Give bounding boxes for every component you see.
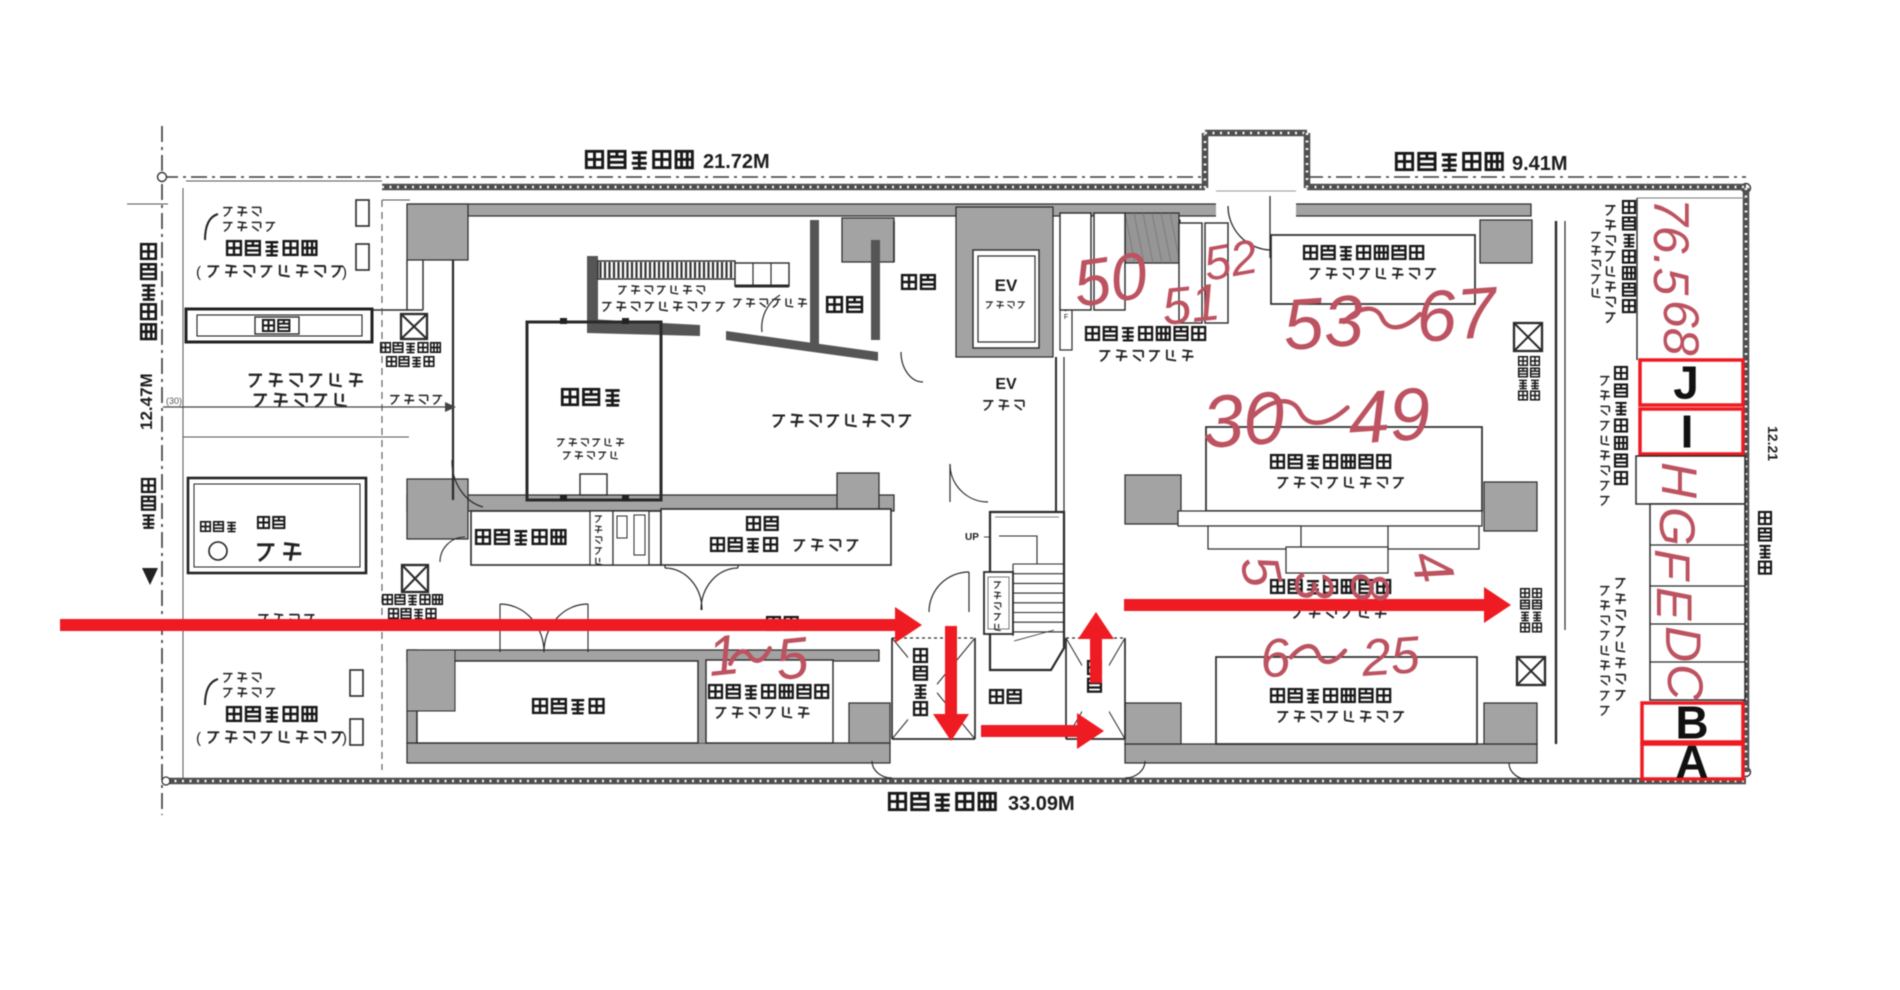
svg-text:51: 51 xyxy=(1159,273,1223,337)
svg-text:9.41M: 9.41M xyxy=(1512,153,1568,175)
svg-text:12.47M: 12.47M xyxy=(137,373,156,430)
svg-text:(: ( xyxy=(196,264,201,281)
svg-text:6: 6 xyxy=(1257,627,1294,690)
svg-text:B: B xyxy=(1675,697,1708,749)
svg-text:76.5: 76.5 xyxy=(1643,198,1699,296)
svg-text:33.09M: 33.09M xyxy=(1008,793,1075,815)
svg-text:A: A xyxy=(1675,736,1708,788)
svg-text:EV: EV xyxy=(995,376,1017,393)
svg-text:(: ( xyxy=(196,730,201,747)
svg-text:): ) xyxy=(342,730,347,747)
svg-text:50: 50 xyxy=(1069,237,1152,321)
svg-text:F: F xyxy=(1064,314,1068,321)
svg-text:12.21: 12.21 xyxy=(1765,426,1781,461)
svg-text:E: E xyxy=(1646,587,1702,621)
svg-text:49: 49 xyxy=(1345,371,1433,460)
svg-text:(30): (30) xyxy=(166,396,182,406)
svg-text:25: 25 xyxy=(1359,626,1423,688)
svg-text:21.72M: 21.72M xyxy=(703,151,770,173)
svg-text:H: H xyxy=(1651,462,1707,499)
svg-text:5: 5 xyxy=(773,625,813,693)
svg-text:68: 68 xyxy=(1653,300,1709,356)
svg-text:52: 52 xyxy=(1200,230,1262,291)
svg-text:G: G xyxy=(1649,507,1705,546)
svg-text:): ) xyxy=(342,264,347,281)
svg-text:67: 67 xyxy=(1414,272,1502,358)
svg-text:30: 30 xyxy=(1199,375,1287,464)
svg-text:J: J xyxy=(1673,357,1699,409)
svg-text:I: I xyxy=(1681,406,1694,458)
svg-text:53: 53 xyxy=(1281,281,1366,366)
svg-text:EV: EV xyxy=(995,276,1018,295)
svg-text:F: F xyxy=(1644,549,1700,582)
svg-text:D: D xyxy=(1655,626,1711,662)
svg-text:UP: UP xyxy=(965,532,979,543)
svg-text:C: C xyxy=(1657,664,1713,701)
svg-text:8: 8 xyxy=(1338,569,1401,605)
svg-text:3: 3 xyxy=(1282,567,1345,603)
